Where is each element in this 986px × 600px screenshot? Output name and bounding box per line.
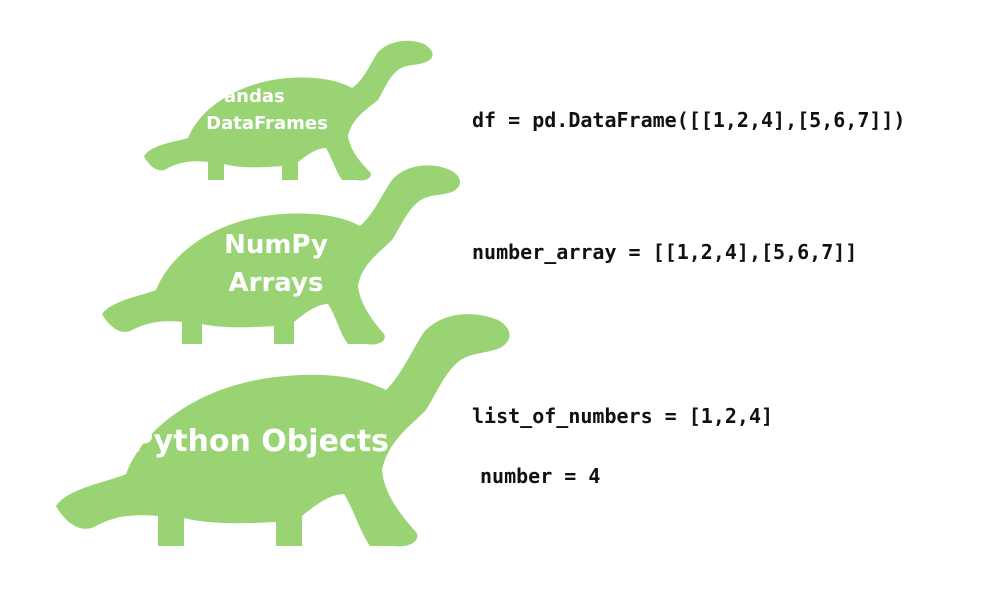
turtle-pandas (138, 38, 438, 184)
turtle-icon (102, 165, 461, 345)
turtle-label-python-objects: Python Objects (131, 424, 389, 459)
turtle-label-arrays: Arrays (228, 268, 324, 298)
code-list-of-numbers: list_of_numbers = [1,2,4] (472, 404, 774, 428)
turtle-label-numpy: NumPy (224, 230, 328, 260)
turtle-python (50, 310, 518, 554)
code-number: number = 4 (480, 464, 601, 488)
turtle-icon (56, 314, 510, 547)
code-dataframe: df = pd.DataFrame([[1,2,4],[5,6,7]]) (472, 108, 906, 132)
code-number-array: number_array = [[1,2,4],[5,6,7]] (472, 240, 858, 264)
turtle-icon (144, 40, 433, 181)
turtle-label-pandas: Pandas (211, 86, 285, 107)
turtle-numpy (96, 162, 466, 350)
turtle-label-dataframes: DataFrames (206, 113, 328, 134)
